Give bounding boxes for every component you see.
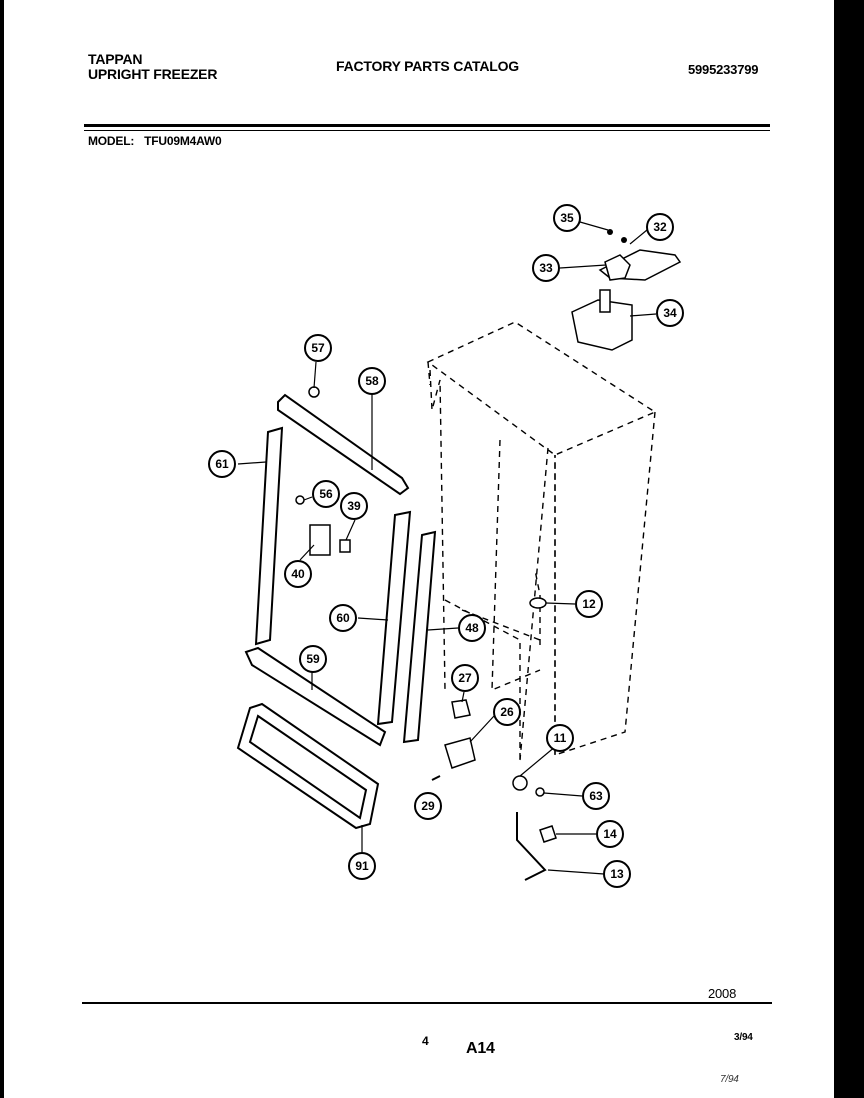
switch-cover — [339, 539, 351, 553]
left-border — [0, 0, 4, 1098]
callout-label: 48 — [465, 621, 479, 635]
callout-58: 58 — [358, 367, 386, 395]
header-brand-block: TAPPAN UPRIGHT FREEZER — [88, 52, 217, 82]
callout-26: 26 — [493, 698, 521, 726]
callout-91: 91 — [348, 852, 376, 880]
callout-57: 57 — [304, 334, 332, 362]
screw-part — [431, 775, 441, 781]
callout-59: 59 — [299, 645, 327, 673]
callout-63: 63 — [582, 782, 610, 810]
callout-33: 33 — [532, 254, 560, 282]
callout-label: 40 — [291, 567, 305, 581]
callout-39: 39 — [340, 492, 368, 520]
bushing-part — [512, 775, 528, 791]
callout-label: 34 — [663, 306, 677, 320]
washer-part — [535, 787, 545, 797]
callout-label: 56 — [319, 487, 333, 501]
catalog-title: FACTORY PARTS CATALOG — [336, 58, 519, 74]
callout-label: 27 — [458, 671, 472, 685]
door-panel-inner — [248, 714, 368, 820]
callout-48: 48 — [458, 614, 486, 642]
model-line: MODEL: TFU09M4AW0 — [88, 134, 222, 148]
callout-label: 63 — [589, 789, 603, 803]
model-value: TFU09M4AW0 — [144, 134, 222, 148]
callout-label: 13 — [610, 867, 624, 881]
callout-label: 11 — [554, 731, 567, 745]
section-code: A14 — [466, 1040, 495, 1057]
callout-label: 33 — [539, 261, 553, 275]
callout-27: 27 — [451, 664, 479, 692]
breaker-strip — [402, 530, 437, 744]
button-part — [529, 597, 547, 609]
small-screw-part — [295, 495, 305, 505]
callout-label: 35 — [560, 211, 574, 225]
header-rule — [84, 124, 770, 127]
callout-14: 14 — [596, 820, 624, 848]
callout-label: 32 — [653, 220, 667, 234]
callout-29: 29 — [414, 792, 442, 820]
callout-label: 26 — [500, 705, 514, 719]
callout-11: 11 — [546, 724, 574, 752]
page-number: 4 — [422, 1034, 429, 1048]
clip-part — [539, 825, 557, 843]
callout-40: 40 — [284, 560, 312, 588]
drain-hose — [516, 812, 547, 881]
callout-13: 13 — [603, 860, 631, 888]
door-panel — [236, 702, 380, 830]
model-label: MODEL: — [88, 134, 135, 148]
handwritten-note: 7/94 — [720, 1074, 739, 1085]
plug-part — [308, 386, 320, 398]
callout-12: 12 — [575, 590, 603, 618]
header-rule-thin — [84, 130, 770, 131]
catalog-number: 5995233799 — [688, 62, 759, 77]
product-name: UPRIGHT FREEZER — [88, 66, 218, 82]
callout-label: 12 — [582, 597, 596, 611]
footer-rule — [82, 1002, 772, 1004]
callout-label: 29 — [421, 799, 435, 813]
switch-part — [309, 524, 331, 556]
callout-60: 60 — [329, 604, 357, 632]
top-hinge-assembly — [571, 229, 682, 351]
right-border — [834, 0, 864, 1098]
callout-label: 57 — [311, 341, 325, 355]
callout-32: 32 — [646, 213, 674, 241]
callout-34: 34 — [656, 299, 684, 327]
callout-label: 60 — [336, 611, 350, 625]
callout-label: 14 — [603, 827, 617, 841]
callout-label: 59 — [306, 652, 320, 666]
brand-name: TAPPAN — [88, 51, 143, 67]
callout-35: 35 — [553, 204, 581, 232]
door-right-frame — [376, 510, 412, 726]
door-top-frame — [277, 393, 410, 496]
door-bottom-frame — [244, 646, 387, 747]
callout-61: 61 — [208, 450, 236, 478]
cabinet-outline — [426, 321, 657, 761]
callout-56: 56 — [312, 480, 340, 508]
revision-date: 3/94 — [734, 1032, 753, 1043]
leader-lines — [237, 221, 657, 875]
door-left-frame — [254, 426, 284, 646]
hinge-bracket — [444, 737, 476, 769]
callout-label: 91 — [355, 859, 369, 873]
callout-label: 39 — [347, 499, 361, 513]
figure-number: 2008 — [708, 986, 737, 1001]
callout-label: 61 — [215, 457, 229, 471]
latch-part — [451, 699, 471, 719]
callout-label: 58 — [365, 374, 379, 388]
